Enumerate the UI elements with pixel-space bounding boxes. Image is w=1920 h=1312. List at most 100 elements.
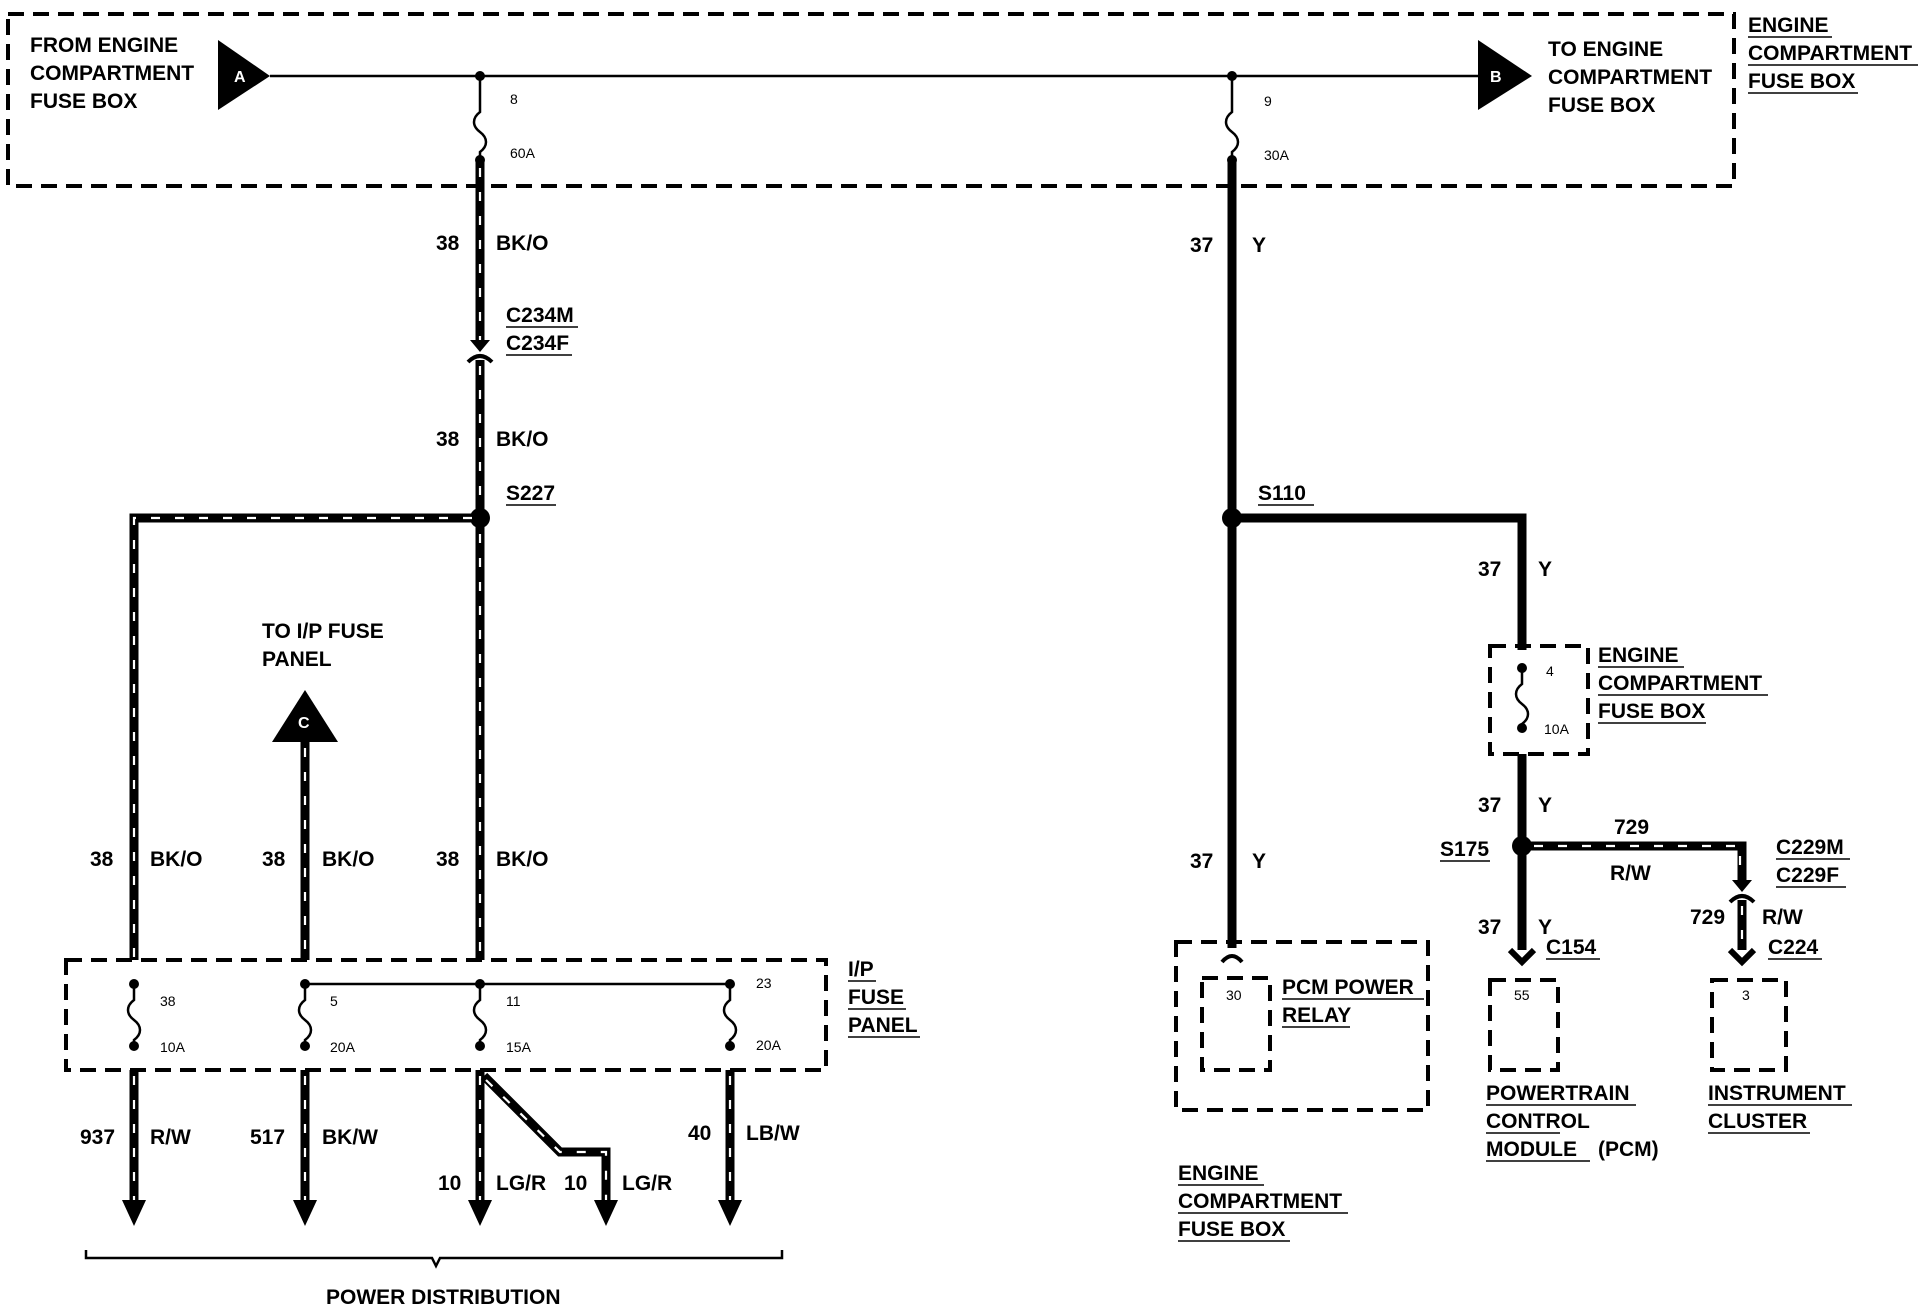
svg-text:RELAY: RELAY (1282, 1004, 1351, 1027)
svg-text:37: 37 (1478, 916, 1501, 939)
svg-text:20A: 20A (330, 1039, 356, 1055)
svg-text:A: A (234, 69, 246, 86)
wire-10-out-a: 10 LG/R (438, 1070, 546, 1226)
wire-937-out: 937 R/W (80, 1070, 191, 1226)
svg-text:517: 517 (250, 1126, 285, 1149)
wire-38-upper-label: 38 BK/O (436, 232, 549, 255)
wire-38-lower-label: 38 BK/O (436, 848, 549, 871)
wire-37-to-pcm (1507, 754, 1537, 967)
svg-text:FUSE BOX: FUSE BOX (30, 90, 137, 113)
wire-38-left-branch-label: 38 BK/O (90, 848, 203, 871)
svg-text:C234M: C234M (506, 304, 574, 327)
wire-37-pcm-label: 37 Y (1478, 916, 1552, 939)
svg-text:COMPARTMENT: COMPARTMENT (1748, 42, 1912, 65)
wire-37-s110-branch: 37 Y (1232, 513, 1552, 650)
svg-text:20A: 20A (756, 1037, 782, 1053)
svg-text:FROM ENGINE: FROM ENGINE (30, 34, 178, 57)
pcm-pin: 55 (1514, 987, 1530, 1003)
svg-text:937: 937 (80, 1126, 115, 1149)
svg-text:(PCM): (PCM) (1598, 1138, 1659, 1161)
engine-fuse-box-small-outline (1488, 644, 1590, 756)
svg-text:ENGINE: ENGINE (1598, 644, 1679, 667)
pcm-relay-label: PCM POWER RELAY (1282, 976, 1424, 1028)
svg-text:COMPARTMENT: COMPARTMENT (1548, 66, 1712, 89)
fuse-9: 9 30A (1224, 71, 1290, 165)
svg-text:Y: Y (1538, 794, 1552, 817)
svg-text:37: 37 (1190, 234, 1213, 257)
svg-text:CLUSTER: CLUSTER (1708, 1110, 1807, 1133)
svg-text:COMPARTMENT: COMPARTMENT (1598, 672, 1762, 695)
svg-text:40: 40 (688, 1122, 711, 1145)
wire-37-below-fuse-label: 37 Y (1478, 794, 1552, 817)
pcm-relay-pin: 30 (1226, 987, 1242, 1003)
ip-fuse-panel-outline (64, 958, 828, 1072)
svg-text:C154: C154 (1546, 936, 1597, 959)
wire-517-out: 517 BK/W (250, 1070, 378, 1226)
svg-text:I/P: I/P (848, 958, 874, 981)
svg-text:BK/W: BK/W (322, 1126, 378, 1149)
svg-text:Y: Y (1252, 850, 1266, 873)
svg-text:15A: 15A (506, 1039, 532, 1055)
svg-text:ENGINE: ENGINE (1178, 1162, 1259, 1185)
svg-text:C224: C224 (1768, 936, 1819, 959)
svg-text:FUSE BOX: FUSE BOX (1598, 700, 1705, 723)
svg-text:38: 38 (436, 848, 460, 871)
svg-text:37: 37 (1478, 794, 1501, 817)
svg-text:30A: 30A (1264, 147, 1290, 163)
wire-37-lower-label: 37 Y (1190, 850, 1266, 873)
svg-text:11: 11 (506, 993, 521, 1009)
svg-text:ENGINE: ENGINE (1748, 14, 1829, 37)
svg-text:38: 38 (90, 848, 114, 871)
connector-a: A (218, 40, 270, 110)
svg-text:Y: Y (1538, 916, 1552, 939)
connector-c229: C229M C229F (1776, 836, 1850, 888)
svg-text:729: 729 (1690, 906, 1725, 929)
wire-729 (1522, 841, 1757, 967)
fuse-4: 4 10A (1514, 663, 1570, 737)
svg-text:38: 38 (436, 232, 460, 255)
connector-c-label: TO I/P FUSE PANEL (262, 620, 384, 671)
svg-text:BK/O: BK/O (496, 428, 549, 451)
svg-text:R/W: R/W (150, 1126, 191, 1149)
svg-text:POWERTRAIN: POWERTRAIN (1486, 1082, 1630, 1105)
wire-38-trunk (466, 162, 494, 960)
svg-text:COMPARTMENT: COMPARTMENT (1178, 1190, 1342, 1213)
connector-c: C (272, 690, 338, 742)
wire-40-out: 40 LB/W (688, 1070, 800, 1226)
connector-c224: C224 (1768, 936, 1822, 960)
connector-a-label: FROM ENGINE COMPARTMENT FUSE BOX (30, 34, 194, 113)
svg-text:R/W: R/W (1610, 862, 1651, 885)
svg-text:C234F: C234F (506, 332, 569, 355)
svg-text:Y: Y (1252, 234, 1266, 257)
connector-b: B (1478, 40, 1532, 110)
svg-text:38: 38 (160, 993, 176, 1009)
svg-text:C229F: C229F (1776, 864, 1839, 887)
svg-text:MODULE: MODULE (1486, 1138, 1577, 1161)
footer-title: POWER DISTRIBUTION (326, 1286, 561, 1309)
svg-text:10: 10 (564, 1172, 587, 1195)
svg-text:LG/R: LG/R (496, 1172, 546, 1195)
ip-fuse-5: 5 20A (297, 979, 356, 1055)
svg-text:38: 38 (262, 848, 286, 871)
svg-text:COMPARTMENT: COMPARTMENT (30, 62, 194, 85)
svg-text:S175: S175 (1440, 838, 1489, 861)
pcm-relay-outline (1200, 976, 1272, 1072)
svg-text:BK/O: BK/O (496, 232, 549, 255)
svg-text:PANEL: PANEL (262, 648, 332, 671)
instrument-cluster-pin: 3 (1742, 987, 1750, 1003)
engine-fuse-box-bottom-label: ENGINE COMPARTMENT FUSE BOX (1178, 1162, 1348, 1242)
wire-38-mid-label: 38 BK/O (436, 428, 549, 451)
svg-text:BK/O: BK/O (322, 848, 375, 871)
svg-text:23: 23 (756, 975, 772, 991)
svg-text:C: C (298, 715, 310, 732)
svg-text:BK/O: BK/O (150, 848, 203, 871)
engine-fuse-box-top-label: ENGINE COMPARTMENT FUSE BOX (1748, 14, 1918, 94)
svg-text:10A: 10A (1544, 721, 1570, 737)
svg-text:37: 37 (1190, 850, 1213, 873)
svg-text:FUSE BOX: FUSE BOX (1548, 94, 1655, 117)
wire-729-label: 729 R/W (1610, 816, 1651, 885)
svg-text:38: 38 (436, 428, 460, 451)
svg-text:FUSE: FUSE (848, 986, 904, 1009)
svg-text:729: 729 (1614, 816, 1649, 839)
